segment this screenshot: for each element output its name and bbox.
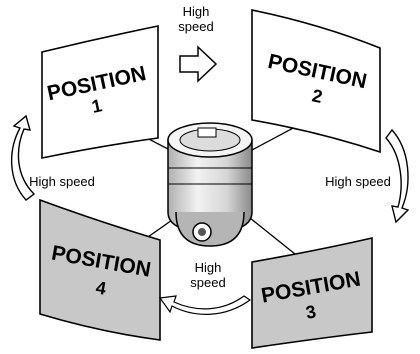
camera-top-connector bbox=[197, 127, 217, 138]
position-4-panel: POSITION 4 bbox=[39, 198, 161, 341]
position-4-number: 4 bbox=[94, 277, 107, 298]
curved-arrow-bottom-icon bbox=[158, 295, 252, 315]
hollow-arrow-right-icon bbox=[179, 45, 218, 83]
position-3-screen bbox=[251, 236, 373, 349]
right-speed-label: High speed bbox=[325, 174, 391, 189]
top-speed-line2: speed bbox=[178, 19, 213, 34]
top-speed-label: High speed bbox=[178, 4, 213, 34]
curved-arrow-left-icon bbox=[11, 114, 36, 201]
position-4-screen bbox=[39, 198, 161, 341]
top-speed-line1: High bbox=[183, 4, 210, 19]
position-2-number: 2 bbox=[310, 85, 324, 107]
curved-arrow-right-icon bbox=[385, 128, 410, 224]
position-1-number: 1 bbox=[90, 95, 104, 117]
bottom-speed-line1: High bbox=[195, 260, 222, 275]
camera-lens-center bbox=[198, 228, 206, 236]
bottom-speed-line2: speed bbox=[190, 275, 225, 290]
position-1-panel: POSITION 1 bbox=[41, 25, 159, 159]
position-2-panel: POSITION 2 bbox=[251, 9, 381, 154]
position-3-panel: POSITION 3 bbox=[251, 236, 373, 349]
bottom-speed-label: High speed bbox=[190, 260, 225, 290]
left-speed-label: High speed bbox=[29, 174, 95, 189]
position-1-screen bbox=[41, 25, 159, 159]
dome-camera bbox=[167, 122, 253, 247]
position-3-number: 3 bbox=[304, 301, 317, 322]
connector-to-position-3 bbox=[249, 217, 301, 259]
position-2-screen bbox=[251, 9, 381, 154]
